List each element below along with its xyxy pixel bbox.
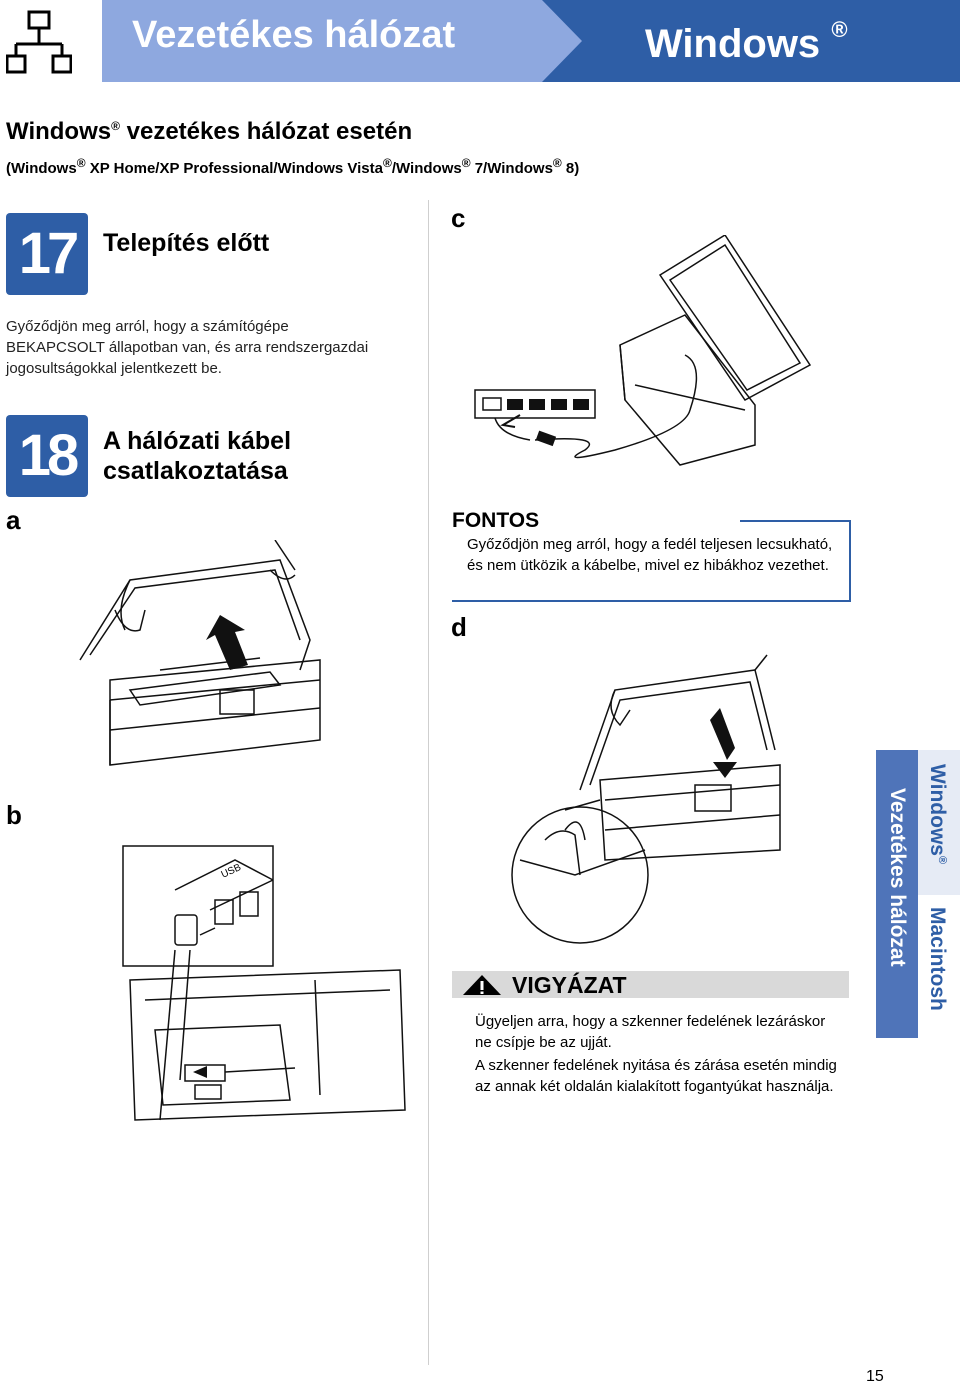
caution-band [452, 971, 849, 998]
important-label: FONTOS [452, 509, 540, 532]
important-text: Győződjön meg arról, hogy a fedél teljes… [467, 536, 833, 574]
step-number-18: 18 [6, 415, 88, 497]
warning-triangle-icon [463, 975, 501, 995]
usb-label: USB [220, 862, 244, 881]
header-title-arrow [102, 0, 582, 82]
step-18-title: A hálózati kábel csatlakoztatása [103, 427, 292, 485]
column-divider [428, 200, 429, 1365]
printer-open-lid-illustration [79, 540, 321, 766]
substep-d-label: d [451, 612, 467, 642]
caution-label: VIGYÁZAT [512, 972, 627, 998]
side-tab-windows-label: Windows® [926, 764, 949, 865]
important-box [452, 520, 851, 602]
printer-closing-lid-illustration [511, 654, 781, 944]
printer-cable-hub-illustration [474, 235, 812, 466]
wired-network-icon [6, 10, 72, 74]
side-tab [876, 750, 960, 1038]
caution-text-2: A szkenner fedelének nyitása és zárása e… [475, 1057, 837, 1095]
caution-text-1: Ügyeljen arra, hogy a szkenner fedelének… [475, 1013, 826, 1051]
substep-a-label: a [6, 505, 21, 535]
section-subtitle: (Windows® XP Home/XP Professional/Window… [6, 156, 580, 177]
section-title: Windows® vezetékes hálózat esetén [6, 118, 413, 145]
step-17-title: Telepítés előtt [103, 229, 270, 257]
step-number-17: 17 [6, 213, 88, 295]
header-os-label: Windows ® [645, 16, 848, 66]
network-port-illustration: USB [122, 845, 406, 1121]
substep-c-label: c [451, 203, 466, 233]
side-tab-network-label: Vezetékes hálózat [886, 788, 909, 967]
substep-b-label: b [6, 800, 22, 830]
step-17-text: Győződjön meg arról, hogy a számítógépe … [6, 318, 369, 377]
page-number: 15 [866, 1368, 884, 1385]
important-box-top-line [740, 520, 850, 522]
side-tab-macintosh-label: Macintosh [926, 907, 949, 1011]
header-title: Vezetékes hálózat [132, 14, 456, 56]
